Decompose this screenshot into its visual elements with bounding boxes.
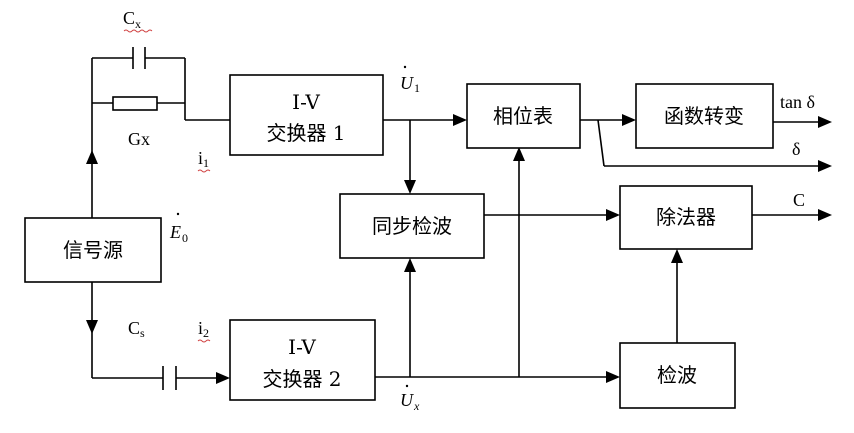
iv1-block: [229, 74, 384, 156]
arrow-c-out: [818, 209, 832, 221]
label-gx: Gx: [128, 129, 150, 149]
phase-meter-label: 相位表: [493, 104, 553, 128]
phase-meter-block: [466, 83, 581, 149]
iv1-line1: I-V: [292, 90, 320, 114]
label-ux: Ux: [400, 390, 420, 413]
divider-label: 除法器: [656, 205, 716, 229]
arrow-tan-out: [818, 116, 832, 128]
iv1-line2: 交换器 1: [266, 121, 345, 145]
arrow-into-detect: [606, 371, 620, 383]
arrow-into-divider: [606, 209, 620, 221]
gx-resistor: [112, 96, 158, 111]
u1-dot: [403, 65, 407, 69]
sync-detect-label: 同步检波: [372, 214, 452, 238]
label-tan-delta: tan δ: [780, 92, 815, 112]
function-convert-label: 函数转变: [664, 104, 744, 128]
arrow-into-phase: [453, 114, 467, 126]
sync-detect-block: [339, 193, 485, 259]
spell-underline-cx: [123, 29, 153, 33]
label-i2: i2: [198, 318, 209, 340]
label-i1: i1: [198, 148, 209, 170]
arrow-delta-out: [818, 160, 832, 172]
label-delta: δ: [792, 139, 800, 159]
iv2-line2: 交换器 2: [262, 367, 341, 391]
signal-source-block: [24, 217, 162, 283]
arrow-into-phase-bottom: [513, 147, 525, 161]
wire-phase-delta-a: [597, 119, 605, 167]
spell-underline-i1: [197, 169, 211, 173]
detect-block: [619, 342, 736, 409]
signal-source-label: 信号源: [63, 238, 123, 262]
arrow-into-sync-bottom: [404, 258, 416, 272]
detect-label: 检波: [657, 363, 697, 387]
label-e0: E0: [169, 222, 188, 245]
function-convert-block: [635, 83, 774, 149]
label-c-out: C: [793, 190, 805, 210]
divider-block: [619, 185, 753, 250]
iv2-line1: I-V: [288, 335, 316, 359]
spell-underline-i2: [197, 339, 211, 343]
ux-dot: [405, 384, 409, 388]
arrow-into-func: [622, 114, 636, 126]
arrow-into-divider-bottom: [671, 249, 683, 263]
label-cs: Cs: [128, 318, 145, 340]
arrow-up-source: [86, 150, 98, 164]
arrow-into-sync-top: [404, 180, 416, 194]
label-u1: U1: [400, 73, 420, 95]
label-cx: Cx: [123, 8, 141, 31]
arrow-down-source: [86, 320, 98, 334]
iv2-block: [229, 319, 376, 401]
e0-dot: [176, 212, 180, 216]
arrow-into-iv2: [216, 372, 230, 384]
